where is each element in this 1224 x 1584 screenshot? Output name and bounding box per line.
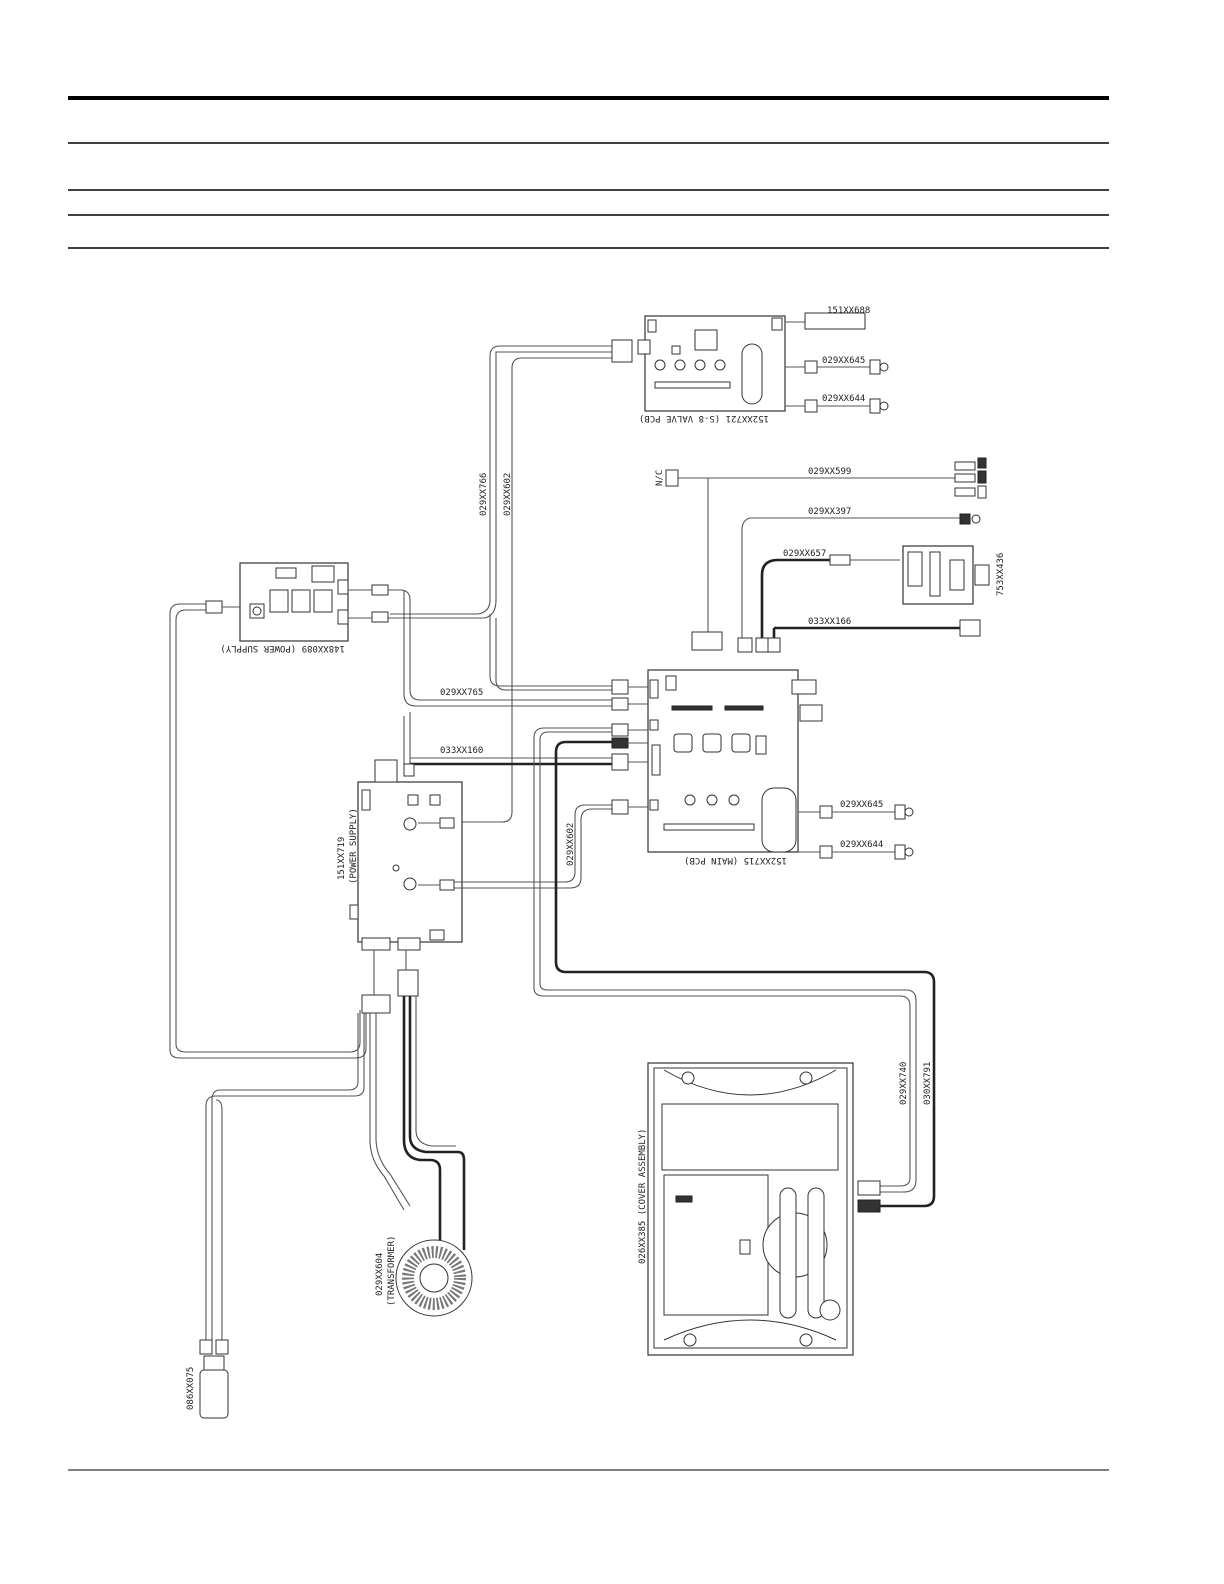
assy-436-module (902, 545, 990, 605)
assy-436-label: 753XX436 (996, 553, 1006, 596)
main-pcb (647, 669, 823, 853)
cover-conn-2 (857, 1199, 881, 1213)
valve-pcb-label: 152XX721 (S-8 VALVE PCB) (639, 413, 769, 423)
main-left-conn-2 (611, 697, 629, 711)
conn-645-top-label: 029XX645 (822, 356, 865, 366)
fuse-label: 086XX075 (186, 1367, 196, 1410)
main-side-connectors (798, 804, 914, 860)
main-top-conn-1 (691, 631, 723, 651)
cable-740-label: 029XX740 (899, 1062, 909, 1105)
main-top-conn-4 (767, 637, 781, 653)
main-power-supply (349, 759, 463, 951)
cable-766-label: 029XX766 (479, 473, 489, 516)
small-power-supply (239, 562, 349, 642)
main-left-conn-4 (611, 799, 629, 815)
main-left-conn-5 (611, 723, 629, 737)
cover-conn-1 (857, 1180, 881, 1196)
cable-599-connectors (954, 457, 987, 499)
cable-602-top-label: 029XX602 (503, 473, 513, 516)
main-power-supply-label-a: 151XX719 (337, 837, 347, 880)
nc-connector (665, 469, 679, 487)
psu-small-left-conn (205, 600, 223, 614)
psu-small-conn-a (371, 584, 389, 596)
main-pcb-label: 152XX715 (MAIN PCB) (684, 855, 787, 865)
transformer-label-a: 029XX604 (375, 1253, 385, 1296)
conn-644-top-label: 029XX644 (822, 394, 865, 404)
psu-small-conn-b (371, 611, 389, 623)
top-thick-rule (68, 96, 1109, 100)
transformer-label-b: (TRANSFORMER) (387, 1236, 397, 1306)
psu-out-conn-1 (439, 817, 455, 829)
main-left-conn-6 (611, 737, 629, 749)
cable-657-label: 029XX657 (783, 549, 826, 559)
header-rules (68, 96, 1109, 1471)
conn-644-main-label: 029XX644 (840, 840, 883, 850)
cable-160-label: 033XX160 (440, 746, 483, 756)
main-left-conn-1 (611, 679, 629, 695)
valve-side-connectors (785, 312, 889, 414)
cable-397-plug (959, 513, 971, 525)
cable-791-label: 030XX791 (923, 1062, 933, 1105)
conn-645-main-label: 029XX645 (840, 800, 883, 810)
psu-out-conn-2 (439, 879, 455, 891)
conn-688-label: 151XX688 (827, 306, 870, 316)
nc-label: N/C (655, 470, 665, 486)
cable-397-label: 029XX397 (808, 507, 851, 517)
main-top-conn-2 (737, 637, 753, 653)
cover-assembly (647, 1062, 854, 1356)
main-power-supply-label-b: (POWER SUPPLY) (349, 808, 359, 884)
transformer (395, 1239, 473, 1317)
fuse-conn-1 (199, 1339, 213, 1355)
fuse-holder (199, 1355, 229, 1419)
bottom-connectors (361, 950, 419, 1014)
cable-166-label: 033XX166 (808, 617, 851, 627)
cable-599-label: 029XX599 (808, 467, 851, 477)
valve-pcb (611, 315, 786, 412)
cable-602-mid-label: 029XX602 (566, 823, 576, 866)
small-power-supply-label: 148XX089 (POWER SUPPLY) (220, 643, 345, 653)
db-connector (959, 619, 981, 637)
main-left-conn-3 (611, 753, 629, 771)
fuse-conn-2 (215, 1339, 229, 1355)
cover-assembly-label: 026XX385 (COVER ASSEMBLY) (638, 1129, 648, 1264)
main-top-conn-3 (755, 637, 769, 653)
cable-765-label: 029XX765 (440, 688, 483, 698)
